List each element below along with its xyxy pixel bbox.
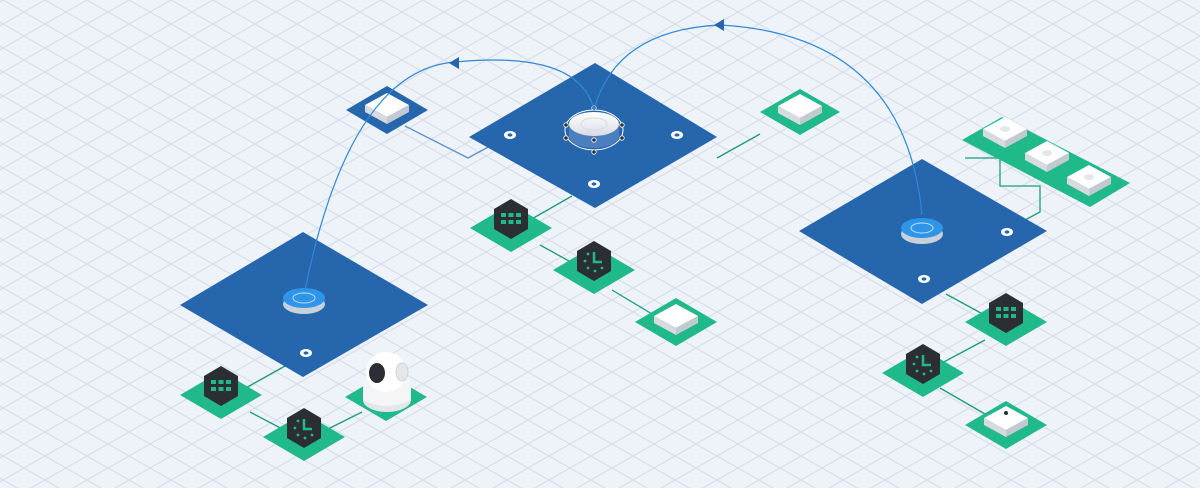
link-router-to-center (404, 125, 493, 159)
arc-center-to-right-b (719, 24, 923, 216)
link-buttons-to-right (965, 157, 1041, 221)
link-clock-to-switch (611, 289, 653, 315)
sensor-dot (1004, 411, 1008, 415)
link-center-to-grid (529, 195, 573, 221)
arrow-left-icon (449, 57, 459, 69)
port-icon[interactable] (504, 131, 516, 139)
camera-icon[interactable] (363, 352, 411, 412)
link-center-to-switch (716, 133, 761, 159)
port-icon[interactable] (918, 275, 930, 283)
hub-puck-selected-icon[interactable] (563, 105, 625, 155)
arc-left-to-center-a (304, 61, 456, 291)
wireless-arcs (304, 24, 923, 291)
arc-left-to-center-b (454, 59, 595, 111)
arc-center-to-right-a (593, 24, 721, 111)
port-icon[interactable] (1001, 228, 1013, 236)
link-left-to-grid (241, 365, 286, 391)
arrow-left-icon (714, 19, 724, 31)
hub-puck-icon[interactable] (901, 218, 943, 244)
link-grid-to-clock-right (939, 339, 986, 365)
hub-puck-icon[interactable] (283, 288, 325, 314)
port-icon[interactable] (588, 180, 600, 188)
port-icon[interactable] (300, 349, 312, 357)
link-clock-to-sensor (939, 387, 986, 415)
connection-lines (241, 125, 1041, 433)
port-icon[interactable] (671, 131, 683, 139)
